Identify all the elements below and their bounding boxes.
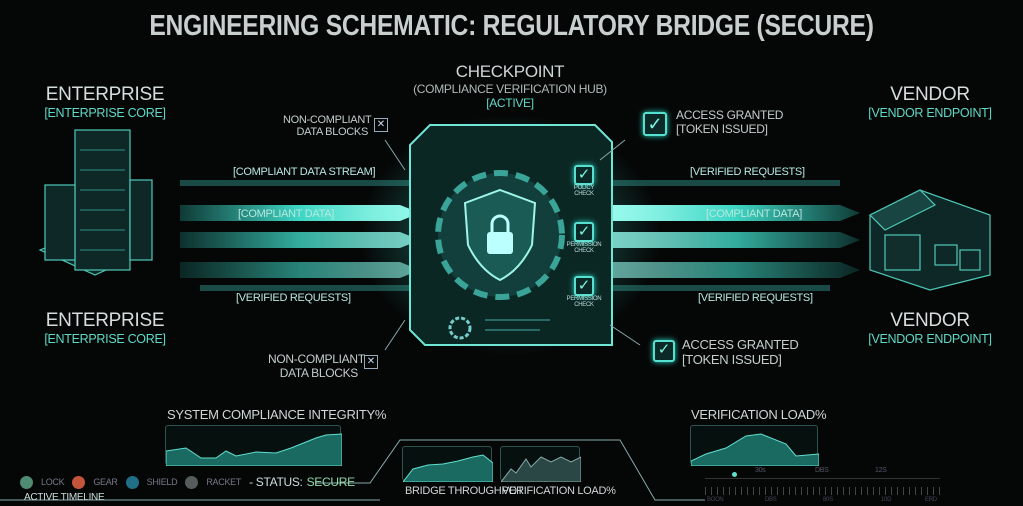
vendor-sub: [VENDOR ENDPOINT] bbox=[868, 106, 992, 120]
check-label: CHECK bbox=[574, 302, 594, 308]
access-label: [TOKEN ISSUED] bbox=[682, 352, 782, 367]
access-label: ACCESS GRANTED bbox=[676, 108, 784, 122]
racket-icon bbox=[185, 475, 199, 489]
timeline-marker[interactable] bbox=[732, 472, 737, 477]
access-check-icon: ✓ bbox=[643, 112, 667, 136]
non-compliant-label: NON-COMPLIANT bbox=[268, 352, 365, 366]
vendor-warehouse-icon bbox=[868, 189, 991, 291]
enterprise-sub: [ENTERPRISE CORE] bbox=[44, 332, 166, 346]
legend-item: GEAR bbox=[93, 477, 118, 487]
enterprise-label-top: ENTERPRISE [ENTERPRISE CORE] bbox=[30, 84, 180, 120]
policy-check: ✓ POLICY CHECK bbox=[563, 165, 605, 197]
gear-icon bbox=[448, 316, 472, 340]
tick-label: BOON bbox=[707, 497, 724, 503]
tick-label: ERD bbox=[925, 497, 937, 503]
page-title: ENGINEERING SCHEMATIC: REGULATORY BRIDGE… bbox=[149, 10, 874, 42]
check-label: CHECK bbox=[574, 248, 594, 254]
non-compliant-top: NON-COMPLIANT DATA BLOCKS bbox=[283, 114, 372, 138]
x-box-icon: ✕ bbox=[374, 118, 388, 132]
verified-requests-label-right-top: [VERIFIED REQUESTS] bbox=[690, 166, 805, 178]
vload-chart-title: VERIFICATION LOAD% bbox=[691, 407, 827, 422]
status-value: SECURE bbox=[306, 475, 356, 489]
access-label: [TOKEN ISSUED] bbox=[676, 122, 768, 136]
integrity-chart bbox=[165, 425, 342, 466]
vendor-name: VENDOR bbox=[890, 310, 970, 331]
check-label: PERMISSION bbox=[566, 296, 602, 302]
verified-requests-label-left: [VERIFIED REQUESTS] bbox=[236, 292, 351, 304]
tick-label: DBS bbox=[815, 467, 829, 474]
status-label: - STATUS: bbox=[249, 475, 303, 489]
verified-requests-label-right: [VERIFIED REQUESTS] bbox=[698, 292, 813, 304]
access-check-icon: ✓ bbox=[653, 340, 675, 362]
vendor-name: VENDOR bbox=[890, 84, 970, 105]
right-flow-arrows bbox=[610, 180, 860, 291]
timeline-ticks bbox=[705, 487, 940, 495]
enterprise-sub: [ENTERPRISE CORE] bbox=[44, 106, 166, 120]
tick-label: 12S bbox=[875, 467, 887, 474]
checkpoint-card bbox=[409, 124, 613, 346]
checkpoint-state: [ACTIVE] bbox=[486, 96, 534, 110]
permission-check-2: ✓ PERMISSION CHECK bbox=[560, 276, 608, 308]
compliant-data-label-right: [COMPLIANT DATA] bbox=[706, 208, 803, 220]
access-granted-bottom: ACCESS GRANTED [TOKEN ISSUED] bbox=[682, 337, 799, 367]
lock-icon bbox=[20, 475, 33, 489]
legend-item: SHIELD bbox=[146, 477, 178, 487]
check-icon: ✓ bbox=[574, 276, 594, 296]
check-icon: ✓ bbox=[574, 165, 594, 185]
x-box-icon: ✕ bbox=[364, 355, 378, 369]
legend-item: LOCK bbox=[41, 477, 65, 487]
legend: LOCK GEAR SHIELD RACKET - STATUS: SECURE bbox=[20, 475, 355, 489]
check-label: POLICY bbox=[573, 185, 595, 191]
vendor-sub: [VENDOR ENDPOINT] bbox=[868, 332, 992, 346]
active-timeline-label: ACTIVE TIMELINE bbox=[24, 492, 105, 503]
access-granted-top: ACCESS GRANTED [TOKEN ISSUED] bbox=[676, 108, 783, 136]
timeline-ruler[interactable]: 30s DBS 12S BOON DBS 80S 10D ERD bbox=[705, 467, 940, 506]
vendor-label-top: VENDOR [VENDOR ENDPOINT] bbox=[855, 84, 1005, 120]
tick-label: 80S bbox=[823, 497, 833, 503]
enterprise-name: ENTERPRISE bbox=[45, 84, 165, 105]
compliant-data-label-left: [COMPLIANT DATA] bbox=[238, 208, 335, 220]
throughput-label: BRIDGE THROUGHPOT bbox=[405, 485, 524, 497]
check-icon: ✓ bbox=[574, 222, 594, 242]
shield-icon bbox=[125, 475, 139, 489]
compliant-stream-label: [COMPLIANT DATA STREAM] bbox=[233, 166, 376, 178]
vendor-label-bottom: VENDOR [VENDOR ENDPOINT] bbox=[855, 310, 1005, 346]
enterprise-name: ENTERPRISE bbox=[45, 310, 165, 331]
vload-chart bbox=[690, 425, 819, 466]
enterprise-label-bottom: ENTERPRISE [ENTERPRISE CORE] bbox=[30, 310, 180, 346]
non-compliant-label: DATA BLOCKS bbox=[279, 366, 359, 380]
lock-icon bbox=[487, 232, 513, 254]
non-compliant-label: DATA BLOCKS bbox=[296, 126, 369, 138]
vload2-chart bbox=[500, 446, 581, 482]
gear-icon bbox=[72, 475, 86, 489]
non-compliant-label: NON-COMPLIANT bbox=[283, 114, 372, 126]
checkpoint-header: CHECKPOINT (COMPLIANCE VERIFICATION HUB)… bbox=[400, 62, 620, 110]
tick-label: 10D bbox=[881, 497, 892, 503]
throughput-chart bbox=[402, 446, 493, 482]
checkpoint-sub: (COMPLIANCE VERIFICATION HUB) bbox=[413, 82, 607, 96]
tick-label: DBS bbox=[765, 497, 777, 503]
checkpoint-name: CHECKPOINT bbox=[455, 62, 565, 81]
vload2-label: VERIFICATION LOAD% bbox=[502, 485, 616, 497]
integrity-chart-title: SYSTEM COMPLIANCE INTEGRITY% bbox=[167, 407, 387, 422]
permission-check-1: ✓ PERMISSION CHECK bbox=[560, 222, 608, 254]
check-label: PERMISSION bbox=[566, 242, 602, 248]
check-label: CHECK bbox=[574, 191, 594, 197]
left-flow-arrows bbox=[180, 180, 420, 291]
tick-label: 30s bbox=[755, 467, 766, 474]
non-compliant-bottom: NON-COMPLIANT DATA BLOCKS bbox=[268, 352, 365, 380]
legend-item: RACKET bbox=[206, 477, 242, 487]
enterprise-building-icon bbox=[38, 129, 153, 276]
access-label: ACCESS GRANTED bbox=[682, 337, 799, 352]
